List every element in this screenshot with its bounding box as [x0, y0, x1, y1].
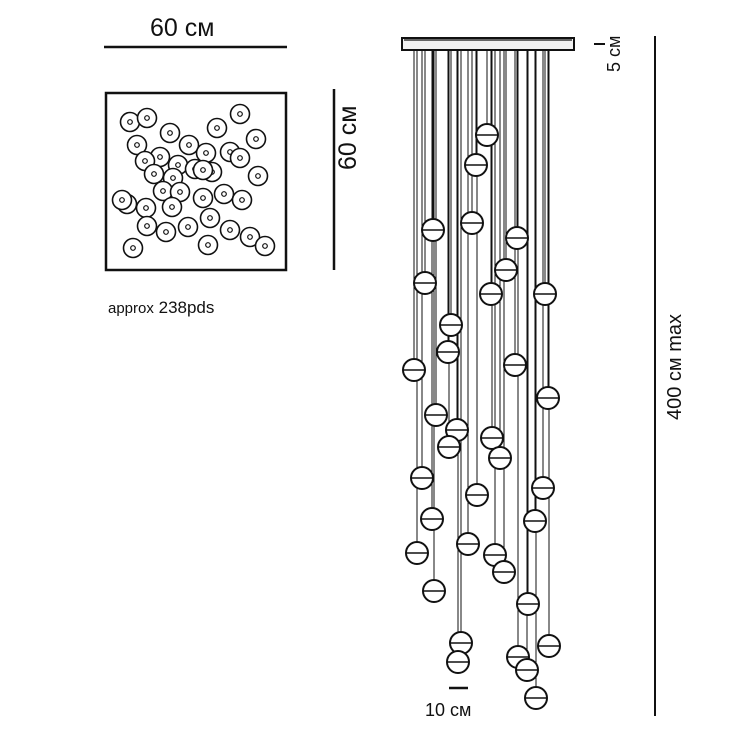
top-view-ball-core	[205, 242, 211, 248]
top-view-ball-core	[200, 195, 206, 201]
top-view-ball	[247, 165, 269, 187]
top-view-ball-core	[163, 229, 169, 235]
top-view-ball-core	[221, 191, 227, 197]
canopy-height-label: 5 см	[604, 35, 624, 72]
top-view-ball-core	[207, 215, 213, 221]
top-view-ball	[245, 128, 267, 150]
top-view-ball	[229, 147, 251, 169]
top-view-ball	[155, 221, 177, 243]
top-view-ball-core	[253, 136, 259, 142]
top-view-ball-core	[167, 130, 173, 136]
top-view-ball	[111, 189, 133, 211]
top-view-ball-core	[127, 119, 133, 125]
top-view-ball-core	[227, 227, 233, 233]
top-view-ball	[219, 219, 241, 241]
top-view-ball	[192, 187, 214, 209]
top-view-ball-core	[177, 189, 183, 195]
top-view	[104, 45, 336, 272]
side-view-balls	[402, 123, 561, 710]
top-view-ball	[195, 142, 217, 164]
top-view-ball-core	[203, 150, 209, 156]
top-view-ball	[197, 234, 219, 256]
top-view-ball-core	[185, 224, 191, 230]
top-view-ball-core	[237, 111, 243, 117]
top-view-ball-core	[130, 245, 136, 251]
top-view-ball	[136, 215, 158, 237]
top-view-ball	[231, 189, 253, 211]
top-view-ball	[213, 183, 235, 205]
top-view-ball	[229, 103, 251, 125]
top-view-ball	[178, 134, 200, 156]
top-view-ball-core	[143, 205, 149, 211]
top-view-balls	[111, 103, 276, 259]
top-view-ball-core	[175, 162, 181, 168]
canopy	[401, 37, 575, 51]
top-view-ball-core	[169, 204, 175, 210]
top-view-ball-core	[255, 173, 261, 179]
top-view-ball	[126, 134, 148, 156]
top-view-ball	[199, 207, 221, 229]
top-view-ball-core	[119, 197, 125, 203]
top-view-ball	[159, 122, 181, 144]
ball-size-label: 10 см	[425, 700, 472, 720]
top-view-ball	[239, 226, 261, 248]
total-height-label: 400 см max	[664, 313, 686, 420]
top-view-ball	[143, 163, 165, 185]
top-view-ball-core	[151, 171, 157, 177]
top-view-ball-core	[247, 234, 253, 240]
side-view	[401, 36, 656, 716]
top-view-ball-core	[186, 142, 192, 148]
top-view-frame	[104, 91, 288, 272]
weight-label: approx 238pds	[108, 298, 214, 318]
top-view-ball	[119, 111, 141, 133]
top-view-ball-core	[200, 167, 206, 173]
top-view-ball	[177, 216, 199, 238]
top-view-ball	[161, 196, 183, 218]
top-view-ball	[136, 107, 158, 129]
top-view-ball-core	[239, 197, 245, 203]
top-view-ball-core	[157, 154, 163, 160]
top-view-ball	[192, 159, 214, 181]
weight-value: 238pds	[158, 298, 215, 317]
top-view-ball-core	[134, 142, 140, 148]
top-width-label: 60 см	[150, 14, 215, 42]
top-view-ball-core	[237, 155, 243, 161]
top-view-ball	[206, 117, 228, 139]
top-view-ball-core	[142, 158, 148, 164]
weight-prefix: approx	[108, 300, 154, 317]
top-view-ball	[254, 235, 276, 257]
top-view-ball-core	[262, 243, 268, 249]
top-view-ball-core	[144, 115, 150, 121]
top-view-ball-core	[144, 223, 150, 229]
top-view-ball-core	[214, 125, 220, 131]
top-view-ball	[135, 197, 157, 219]
top-view-ball-core	[160, 188, 166, 194]
top-view-ball	[122, 237, 144, 259]
top-view-ball-core	[170, 175, 176, 181]
top-height-label: 60 см	[334, 105, 362, 170]
